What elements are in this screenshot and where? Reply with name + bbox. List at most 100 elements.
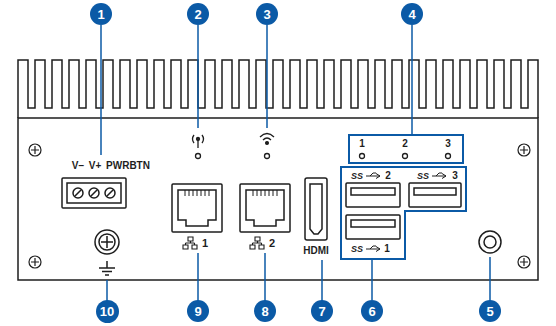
lan-icon bbox=[250, 237, 264, 249]
callout-number: 5 bbox=[479, 300, 501, 322]
pin-name: V− bbox=[72, 161, 85, 171]
led-hole bbox=[196, 154, 201, 159]
port-name: HDMI bbox=[303, 246, 329, 256]
led-hole bbox=[403, 154, 408, 159]
usb-logo-text: SS bbox=[351, 245, 363, 254]
screw bbox=[518, 256, 530, 268]
leader-line bbox=[321, 260, 323, 301]
ground-screw bbox=[95, 230, 119, 254]
usb-port bbox=[346, 215, 400, 239]
usb-tongue bbox=[351, 188, 395, 195]
led-hole bbox=[360, 154, 365, 159]
callout-number: 1 bbox=[90, 3, 112, 25]
port-number: 1 bbox=[202, 238, 208, 249]
port-number: 2 bbox=[402, 139, 408, 149]
usb-arrow-icon bbox=[366, 246, 380, 252]
usb-logo-text: SS bbox=[417, 172, 429, 181]
led-indicator-group: 1 2 3 bbox=[348, 134, 464, 164]
rear-plate bbox=[18, 118, 538, 280]
ground-screw-cross bbox=[101, 236, 113, 248]
callout-number: 7 bbox=[311, 300, 333, 322]
led-hole bbox=[446, 154, 451, 159]
power-terminal-block bbox=[62, 178, 126, 208]
ground-symbol bbox=[99, 261, 115, 275]
usb-logo-text: SS bbox=[351, 172, 363, 181]
leader-line bbox=[264, 253, 266, 301]
usb-port bbox=[346, 183, 400, 207]
group-outline-path bbox=[341, 167, 466, 259]
screw bbox=[29, 144, 41, 156]
callout-text: 8 bbox=[261, 305, 268, 318]
led-icons bbox=[193, 134, 451, 159]
terminal-inner bbox=[67, 183, 121, 203]
antenna-icon bbox=[193, 135, 204, 148]
power-button-ring bbox=[479, 231, 501, 253]
leader-lines bbox=[101, 25, 490, 301]
screw-cross bbox=[520, 146, 528, 154]
callout-text: 6 bbox=[368, 305, 375, 318]
leader-line bbox=[100, 25, 102, 155]
callout-text: 10 bbox=[100, 305, 114, 318]
callout-text: 1 bbox=[97, 8, 104, 21]
terminal-housing bbox=[62, 178, 126, 208]
callout-text: 9 bbox=[194, 305, 201, 318]
callout-number: 4 bbox=[401, 3, 423, 25]
port-number: 3 bbox=[452, 171, 458, 181]
leader-line bbox=[197, 25, 199, 128]
callout-text: 4 bbox=[408, 8, 415, 21]
heatsink-fins bbox=[18, 60, 538, 118]
leader-line bbox=[411, 25, 413, 134]
leader-line bbox=[106, 280, 108, 301]
rj45-port bbox=[240, 184, 290, 232]
callout-number: 6 bbox=[361, 300, 383, 322]
hdmi-opening bbox=[310, 184, 322, 234]
callout-text: 7 bbox=[318, 305, 325, 318]
usb-ports bbox=[346, 173, 461, 252]
leader-line bbox=[266, 25, 268, 128]
callout-number: 2 bbox=[187, 3, 209, 25]
lan-ports bbox=[172, 184, 290, 249]
callout-number: 3 bbox=[256, 3, 278, 25]
terminal-slots bbox=[75, 190, 113, 196]
callout-text: 2 bbox=[194, 8, 201, 21]
callout-number: 9 bbox=[187, 300, 209, 322]
screw-cross bbox=[31, 146, 39, 154]
port-number: 1 bbox=[384, 244, 390, 254]
callout-number: 8 bbox=[254, 300, 276, 322]
usb-tongue bbox=[351, 220, 395, 227]
screw bbox=[518, 144, 530, 156]
leader-line bbox=[489, 257, 491, 301]
usb-port bbox=[409, 183, 461, 207]
ground-screw-inner bbox=[99, 234, 115, 250]
rj45-port bbox=[172, 184, 222, 232]
port-number: 1 bbox=[359, 139, 365, 149]
chassis bbox=[18, 60, 538, 280]
pin-name: V+ bbox=[89, 161, 102, 171]
screw-cross bbox=[31, 258, 39, 266]
lan-icon bbox=[183, 237, 197, 249]
usb-port-group: 2 3 1 bbox=[341, 167, 466, 259]
rj45-opening bbox=[246, 190, 284, 226]
screw-cross bbox=[520, 258, 528, 266]
port-number: 2 bbox=[385, 171, 391, 181]
hdmi-port bbox=[305, 178, 327, 240]
antenna-icon-dot bbox=[197, 138, 200, 141]
pin-name: PWRBTN bbox=[106, 161, 150, 171]
rj45-contacts bbox=[185, 190, 209, 196]
power-button-cap bbox=[484, 236, 496, 248]
screw bbox=[29, 256, 41, 268]
hdmi-housing bbox=[305, 178, 327, 240]
callout-text: 5 bbox=[486, 305, 493, 318]
rj45-contacts bbox=[253, 190, 277, 196]
leader-line bbox=[371, 259, 373, 300]
callout-number: 10 bbox=[96, 300, 119, 323]
usb-arrow-icon bbox=[432, 173, 446, 179]
port-number: 3 bbox=[445, 139, 451, 149]
usb-arrow-icon bbox=[366, 173, 380, 179]
wifi-icon-dot bbox=[266, 142, 269, 145]
wifi-icon bbox=[260, 134, 274, 141]
power-button bbox=[479, 231, 501, 253]
leader-line bbox=[197, 253, 199, 301]
